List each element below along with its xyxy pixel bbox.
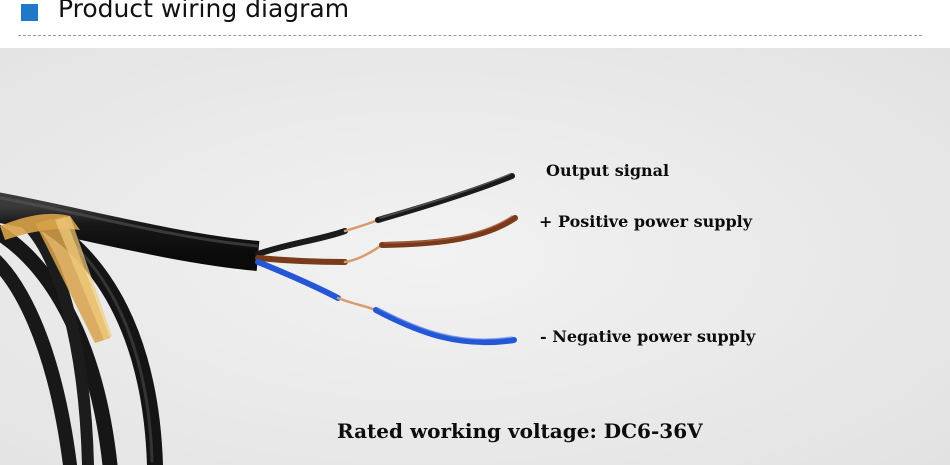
header-accent-square: [21, 4, 38, 21]
gold-tape: [0, 213, 112, 343]
label-output-signal: Output signal: [546, 161, 670, 180]
negative-wire: [255, 259, 517, 346]
label-positive-supply: + Positive power supply: [539, 212, 753, 231]
signal-wire: [255, 173, 515, 257]
positive-wire: [255, 215, 518, 265]
label-negative-supply: - Negative power supply: [540, 327, 756, 346]
cable-sheath: [0, 192, 260, 271]
wiring-photo: [0, 48, 950, 465]
header-divider: [18, 35, 922, 36]
page-title: Product wiring diagram: [58, 0, 350, 23]
cable-illustration: [0, 48, 950, 465]
header: Product wiring diagram: [0, 0, 950, 48]
photo-background: [0, 48, 950, 465]
label-rated-voltage: Rated working voltage: DC6-36V: [337, 419, 703, 443]
